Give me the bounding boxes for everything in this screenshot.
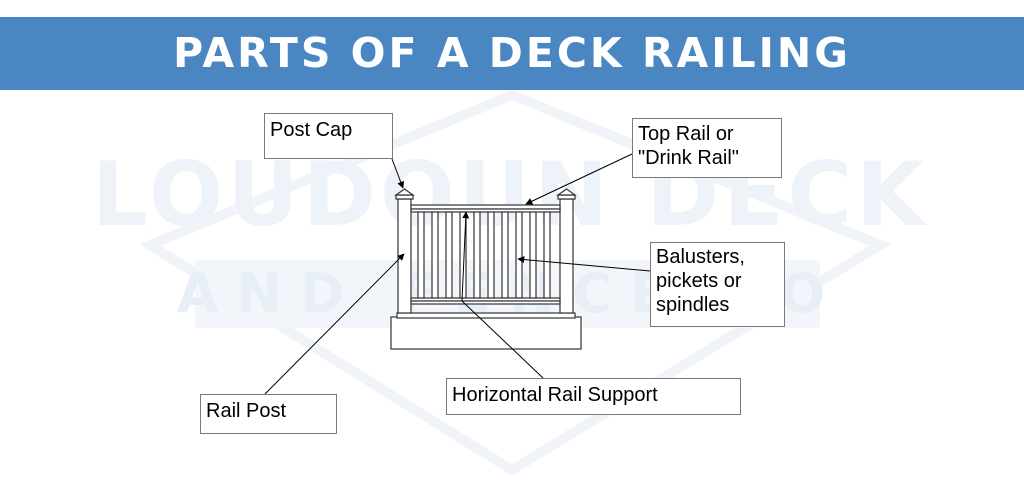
baluster bbox=[431, 211, 439, 299]
header-banner: PARTS OF A DECK RAILING bbox=[0, 17, 1024, 90]
leader-rail-post bbox=[264, 253, 405, 395]
horizontal-rail-support-lower bbox=[410, 300, 561, 305]
baluster bbox=[473, 211, 481, 299]
leader-horizontal-support-a bbox=[461, 300, 544, 379]
baluster bbox=[515, 211, 523, 299]
left-rail-post bbox=[397, 198, 412, 314]
top-rail-lower bbox=[410, 208, 561, 213]
label-rail-post: Rail Post bbox=[200, 394, 337, 434]
baluster bbox=[501, 211, 509, 299]
left-post-cap bbox=[394, 188, 415, 196]
right-rail-post bbox=[559, 198, 574, 314]
baluster bbox=[417, 211, 425, 299]
label-top-rail: Top Rail or "Drink Rail" bbox=[632, 118, 782, 178]
baluster bbox=[543, 211, 551, 299]
deck-base-trim bbox=[396, 312, 576, 319]
watermark-diamond bbox=[139, 89, 892, 476]
baluster bbox=[487, 211, 495, 299]
leader-post-cap bbox=[391, 158, 405, 189]
leader-top-rail bbox=[525, 153, 633, 205]
top-rail bbox=[410, 204, 561, 210]
leader-balusters bbox=[517, 256, 651, 272]
label-post-cap: Post Cap bbox=[264, 113, 393, 159]
baluster bbox=[445, 211, 453, 299]
page-title: PARTS OF A DECK RAILING bbox=[173, 29, 851, 77]
balusters-group bbox=[417, 211, 551, 299]
baluster bbox=[529, 211, 537, 299]
leader-horizontal-support-b bbox=[461, 211, 470, 302]
label-horizontal-rail-support: Horizontal Rail Support bbox=[446, 378, 741, 415]
label-balusters: Balusters, pickets or spindles bbox=[650, 242, 785, 327]
deck-base bbox=[390, 316, 582, 350]
right-post-cap bbox=[556, 188, 577, 196]
